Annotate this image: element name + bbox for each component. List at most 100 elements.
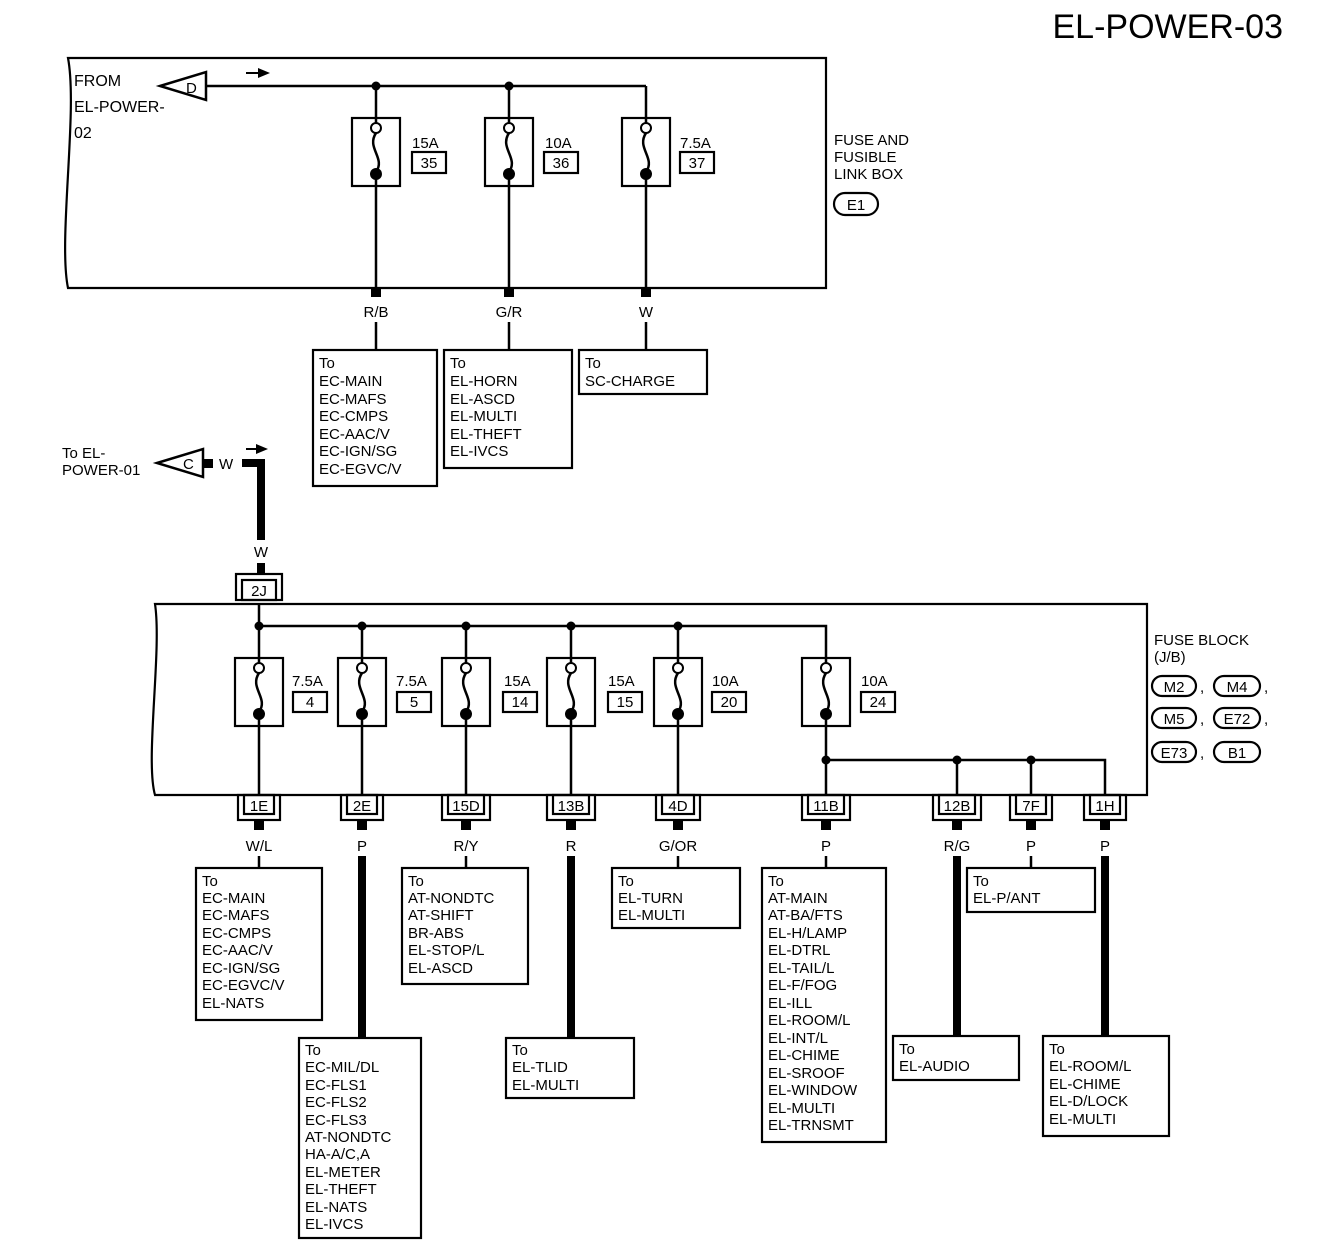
- dest-line: BR-ABS: [408, 925, 464, 942]
- dest-line: EL-H/LAMP: [768, 925, 847, 942]
- terminal-7f-id: 7F: [1022, 798, 1040, 815]
- diagram-title: EL-POWER-03: [1053, 8, 1284, 46]
- terminal-11b: 11B P: [800, 793, 852, 868]
- connector-m5: M5: [1164, 711, 1185, 728]
- fuse-block: FUSE BLOCK (J/B) M2 , M4 , M5 , E72 , E7…: [150, 602, 1268, 797]
- fuse-36: 10A 36: [483, 81, 580, 288]
- separator: ,: [1264, 711, 1268, 728]
- dest-box-el-horn: To EL-HORN EL-ASCD EL-MULTI EL-THEFT EL-…: [442, 348, 574, 470]
- dest-line: To: [899, 1041, 915, 1058]
- dest-line: AT-NONDTC: [305, 1129, 392, 1146]
- connector-d-triangle: D: [155, 70, 208, 102]
- terminal-2e: 2E P: [339, 793, 385, 1038]
- dest-line: EL-THEFT: [305, 1181, 377, 1198]
- wire-color-rb: R/B: [363, 304, 388, 321]
- dest-box-el-audio: To EL-AUDIO: [891, 1034, 1021, 1082]
- dest-line: EL-NATS: [305, 1199, 367, 1216]
- terminal-1h-id: 1H: [1095, 798, 1114, 815]
- dest-line: EC-MAFS: [202, 907, 270, 924]
- terminal-13b-id: 13B: [558, 798, 585, 815]
- fuse-35-number: 35: [421, 155, 438, 172]
- dest-line: EL-ASCD: [450, 391, 515, 408]
- flow-arrow-icon: [246, 68, 270, 78]
- fuse-5-number: 5: [410, 694, 418, 711]
- fuse-5-amp: 7.5A: [396, 673, 427, 690]
- box-label-1: FUSE AND: [834, 132, 909, 149]
- terminal-2j: 2J: [251, 583, 267, 600]
- wire-color-p-1h: P: [1100, 838, 1110, 855]
- to-power01-line-1: To EL-: [62, 445, 105, 462]
- separator: ,: [1200, 711, 1204, 728]
- fuse-14-amp: 15A: [504, 673, 531, 690]
- dest-line: To: [973, 873, 989, 890]
- dest-box-el-tlid: To EL-TLID EL-MULTI: [504, 1036, 636, 1100]
- terminal-12b: 12B R/G: [931, 793, 983, 1036]
- dest-line: AT-BA/FTS: [768, 907, 843, 924]
- wire-color-w-c: W: [219, 456, 234, 473]
- wire-color-r: R: [566, 838, 577, 855]
- dest-line: To: [768, 873, 784, 890]
- dest-line: EC-CMPS: [319, 408, 388, 425]
- dest-box-at-main: To AT-MAIN AT-BA/FTS EL-H/LAMP EL-DTRL E…: [760, 866, 888, 1144]
- terminal-12b-id: 12B: [944, 798, 971, 815]
- fuse-24-number: 24: [870, 694, 887, 711]
- fuse-5: 7.5A 5: [336, 621, 433, 795]
- dest-line: EC-MIL/DL: [305, 1059, 379, 1076]
- fuse-20-amp: 10A: [712, 673, 739, 690]
- wire-color-gor: G/OR: [659, 838, 698, 855]
- connector-m4: M4: [1227, 679, 1248, 696]
- dest-line: EL-MULTI: [768, 1100, 835, 1117]
- wire-color-rg: R/G: [944, 838, 971, 855]
- dest-line: EC-EGVC/V: [202, 977, 285, 994]
- box-label-2: FUSIBLE: [834, 149, 897, 166]
- terminal-7f: 7F P: [1008, 793, 1054, 868]
- wire-color-p-7f: P: [1026, 838, 1036, 855]
- dest-line: EL-AUDIO: [899, 1058, 970, 1075]
- wire-color-p-11b: P: [821, 838, 831, 855]
- dest-line: To: [512, 1042, 528, 1059]
- dest-line: EL-CHIME: [768, 1047, 840, 1064]
- dest-line: EC-MAIN: [319, 373, 382, 390]
- dest-line: To: [450, 355, 466, 372]
- dest-line: EL-TAIL/L: [768, 960, 834, 977]
- dest-line: AT-MAIN: [768, 890, 828, 907]
- dest-line: EL-METER: [305, 1164, 381, 1181]
- dest-line: EL-DTRL: [768, 942, 831, 959]
- terminal-11b-id: 11B: [813, 798, 839, 815]
- box-label-3: LINK BOX: [834, 166, 903, 183]
- fuse-20: 10A 20: [652, 621, 748, 795]
- from-line-1: FROM: [74, 73, 121, 90]
- dest-box-el-turn: To EL-TURN EL-MULTI: [610, 866, 742, 930]
- to-el-power-01: To EL- POWER-01 C W W 2J: [62, 444, 284, 602]
- dest-line: EC-IGN/SG: [319, 443, 397, 460]
- dest-line: EC-FLS1: [305, 1077, 367, 1094]
- terminal-13b: 13B R: [545, 793, 597, 1038]
- fuse-37: 7.5A 37: [620, 86, 716, 288]
- dest-line: EL-IVCS: [305, 1216, 363, 1233]
- dest-line: EL-MULTI: [450, 408, 517, 425]
- dest-line: EL-NATS: [202, 995, 264, 1012]
- connector-b1: B1: [1228, 745, 1246, 762]
- terminal-1e-id: 1E: [250, 798, 268, 815]
- terminal-1h: 1H P: [1082, 793, 1128, 1036]
- dest-line: EL-ILL: [768, 995, 812, 1012]
- dest-line: To: [319, 355, 335, 372]
- fuse-37-amp: 7.5A: [680, 135, 711, 152]
- dest-line: EL-F/FOG: [768, 977, 837, 994]
- dest-box-el-pant: To EL-P/ANT: [965, 866, 1097, 914]
- wire-color-w: W: [639, 304, 654, 321]
- dest-box-sc-charge: To SC-CHARGE: [577, 348, 709, 396]
- fuse-4-number: 4: [306, 694, 314, 711]
- fuse-37-number: 37: [689, 155, 706, 172]
- separator: ,: [1200, 745, 1204, 762]
- dest-box-ec-main-2: To EC-MAIN EC-MAFS EC-CMPS EC-AAC/V EC-I…: [194, 866, 324, 1022]
- dest-line: EL-ROOM/L: [1049, 1058, 1132, 1075]
- separator: ,: [1264, 679, 1268, 696]
- terminal-1e: 1E W/L: [236, 793, 282, 868]
- dest-line: EC-FLS3: [305, 1112, 367, 1129]
- terminal-4d-id: 4D: [668, 798, 687, 815]
- terminal-15d: 15D R/Y: [440, 793, 492, 868]
- to-power01-line-2: POWER-01: [62, 462, 140, 479]
- from-line-3: 02: [74, 125, 92, 142]
- dest-line: EL-D/LOCK: [1049, 1093, 1128, 1110]
